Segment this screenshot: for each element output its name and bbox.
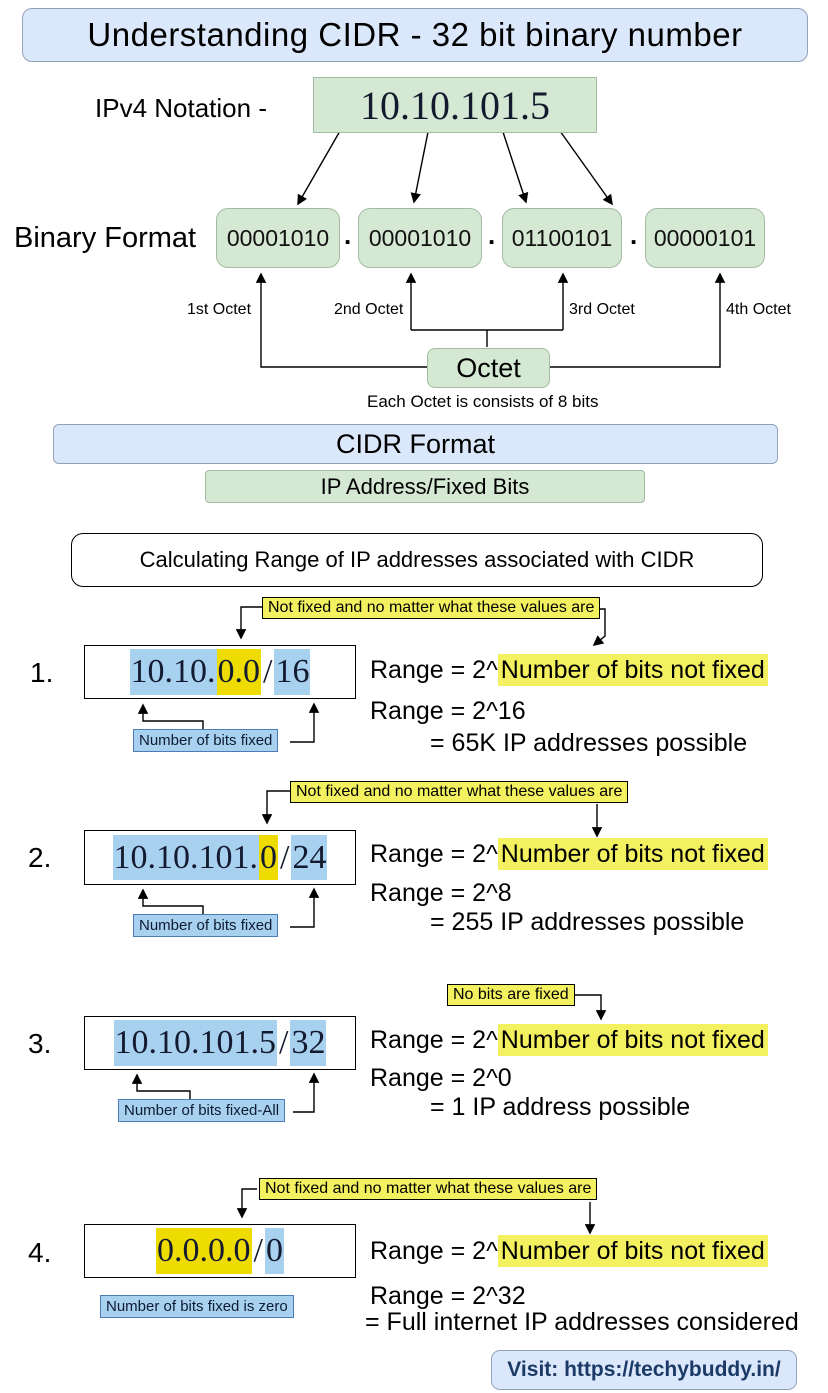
example4-range-formula: Range = 2^Number of bits not fixed (370, 1235, 768, 1267)
ipv4-to-binary-arrows (297, 130, 613, 206)
example1-number: 1. (30, 657, 54, 688)
mask-segment: 24 (291, 834, 328, 881)
example3-range-result: = 1 IP address possible (430, 1093, 691, 1121)
example2-range-power: Range = 2^8 (370, 879, 512, 907)
fixed-bits-segment: 10.10.101.5 (113, 1020, 278, 1066)
example3-ip-box: 10.10.101.5/32 (84, 1016, 356, 1070)
range-formula-highlight: Number of bits not fixed (497, 1235, 768, 1267)
octet1-binary-box: 00001010 (216, 208, 340, 268)
example2-range-result: = 255 IP addresses possible (430, 908, 745, 936)
octet3-binary-box: 01100101 (502, 208, 622, 268)
example1-bottom-note: Number of bits fixed (133, 729, 279, 752)
range-formula-highlight: Number of bits not fixed (497, 838, 768, 870)
octet1-label: 1st Octet (187, 301, 252, 318)
octet4-label: 4th Octet (726, 301, 791, 318)
example3-number: 3. (28, 1028, 52, 1059)
octet2-label: 2nd Octet (334, 301, 404, 318)
range-formula-prefix: Range = 2^ (370, 656, 498, 684)
example4-range-result: = Full internet IP addresses considered (365, 1308, 799, 1336)
example3-bottom-note: Number of bits fixed-All (118, 1099, 286, 1122)
free-bits-segment: 0 (259, 834, 279, 881)
example2-number: 2. (28, 842, 52, 873)
octet2-binary-box: 00001010 (358, 208, 482, 268)
cidr-format-bar: CIDR Format (53, 424, 778, 464)
example1-range-power: Range = 2^16 (370, 697, 526, 725)
free-bits-segment: 0.0 (216, 649, 262, 695)
mask-segment: 0 (264, 1228, 284, 1274)
example4-number: 4. (28, 1237, 52, 1268)
example1-ip-box: 10.10.0.0/16 (84, 645, 356, 699)
fixed-bits-segment: 10.10.101. (112, 834, 260, 881)
octet-box: Octet (427, 348, 550, 388)
example3-range-power: Range = 2^0 (370, 1064, 512, 1092)
binary-format-label: Binary Format (14, 222, 197, 254)
example1-range-formula: Range = 2^Number of bits not fixed (370, 654, 768, 686)
example2-bottom-note: Number of bits fixed (133, 914, 279, 937)
range-formula-highlight: Number of bits not fixed (497, 654, 768, 686)
octet-separator: . (630, 220, 638, 250)
octet-separator: . (488, 220, 496, 250)
octet-note: Each Octet is consists of 8 bits (367, 392, 599, 411)
slash-segment: / (253, 1232, 263, 1270)
example2-top-note: Not fixed and no matter what these value… (290, 781, 629, 803)
example3-range-formula: Range = 2^Number of bits not fixed (370, 1024, 768, 1056)
example4-ip-box: 0.0.0.0/0 (84, 1224, 356, 1278)
slash-segment: / (279, 1024, 289, 1062)
mask-segment: 16 (274, 649, 311, 695)
footer-site-badge: Visit: https://techybuddy.in/ (491, 1350, 797, 1390)
example2-range-formula: Range = 2^Number of bits not fixed (370, 838, 768, 870)
calc-range-heading: Calculating Range of IP addresses associ… (71, 533, 763, 587)
example3-top-note: No bits are fixed (447, 984, 575, 1006)
example4-bottom-note: Number of bits fixed is zero (100, 1295, 294, 1318)
ipv4-address-box: 10.10.101.5 (313, 77, 597, 133)
octet4-binary-box: 00000101 (645, 208, 765, 268)
example4-top-note: Not fixed and no matter what these value… (259, 1178, 598, 1200)
example2-ip-box: 10.10.101.0/24 (84, 830, 356, 885)
slash-segment: / (263, 653, 273, 691)
example1-top-note: Not fixed and no matter what these value… (262, 597, 601, 619)
example4-range-power: Range = 2^32 (370, 1282, 526, 1310)
range-formula-prefix: Range = 2^ (370, 1026, 498, 1054)
page-title: Understanding CIDR - 32 bit binary numbe… (22, 8, 808, 62)
fixed-bits-segment: 10.10. (129, 649, 217, 695)
example1-range-result: = 65K IP addresses possible (430, 729, 748, 757)
range-formula-prefix: Range = 2^ (370, 840, 498, 868)
slash-segment: / (280, 838, 290, 876)
range-formula-highlight: Number of bits not fixed (497, 1024, 768, 1056)
range-formula-prefix: Range = 2^ (370, 1237, 498, 1265)
free-bits-segment: 0.0.0.0 (156, 1228, 252, 1274)
octet3-label: 3rd Octet (569, 301, 635, 318)
ipv4-notation-label: IPv4 Notation - (95, 93, 267, 123)
ip-fixed-bits-bar: IP Address/Fixed Bits (205, 470, 645, 503)
mask-segment: 32 (290, 1020, 327, 1066)
octet-separator: . (344, 220, 352, 250)
